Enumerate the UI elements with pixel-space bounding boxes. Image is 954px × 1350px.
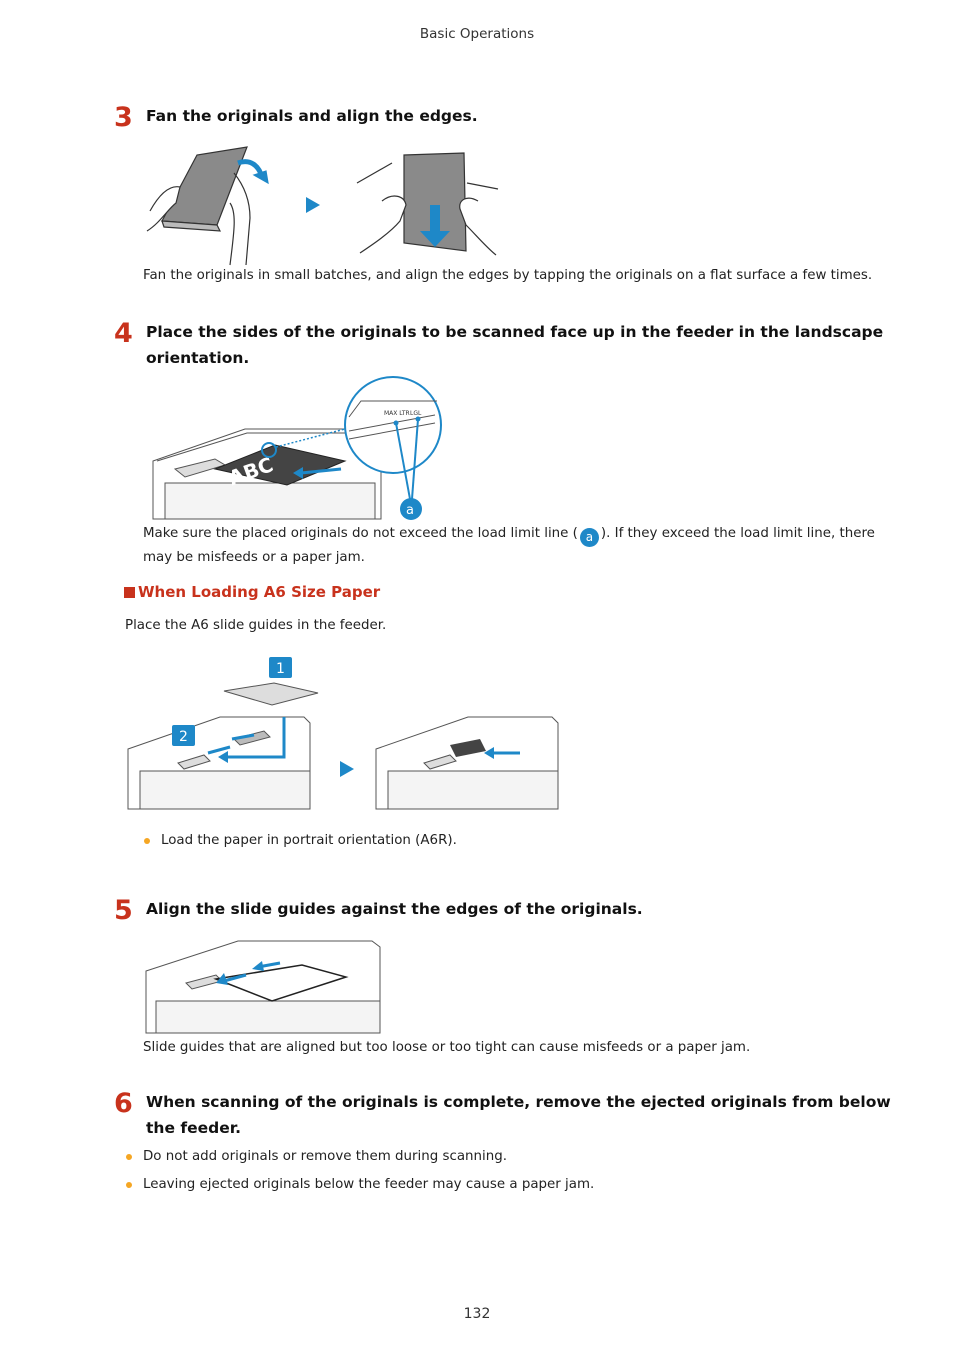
max-ltr-mark: MAX LTR <box>384 410 410 417</box>
a6-guides-illustration: 1 2 <box>127 657 559 810</box>
step-4-description-line2: may be misfeeds or a paper jam. <box>143 550 365 565</box>
load-limit-badge: a <box>579 528 599 547</box>
step-4-description: Make sure the placed originals do not ex… <box>143 523 903 568</box>
step-3-title: Fan the originals and align the edges. <box>146 107 478 125</box>
step-6-bullet-dot-2 <box>126 1182 132 1188</box>
slide-guides-illustration <box>145 940 381 1034</box>
step-6-bullet-2: Leaving ejected originals below the feed… <box>143 1177 595 1192</box>
step-4-number: 4 <box>114 318 133 349</box>
step-4-description-before: Make sure the placed originals do not ex… <box>143 526 578 541</box>
callout-2-label: 2 <box>179 729 188 745</box>
running-header: Basic Operations <box>419 26 535 42</box>
a6-heading-text: When Loading A6 Size Paper <box>138 583 381 601</box>
step-6-title-line2: the feeder. <box>146 1119 242 1137</box>
callout-1-label: 1 <box>276 661 285 677</box>
a6-bullet-text: Load the paper in portrait orientation (… <box>161 833 457 848</box>
step-6-title-line1: When scanning of the originals is comple… <box>146 1093 891 1111</box>
step-3-description: Fan the originals in small batches, and … <box>143 268 873 283</box>
step-6-number: 6 <box>114 1088 133 1119</box>
feeder-load-illustration: ABC MAX LTR LGL a <box>152 376 442 520</box>
lgl-mark: LGL <box>410 410 422 417</box>
step-4-title-line1: Place the sides of the originals to be s… <box>146 323 884 341</box>
step-6-bullet-dot-1 <box>126 1154 132 1160</box>
step-5-title: Align the slide guides against the edges… <box>146 900 643 918</box>
step-6-bullet-1: Do not add originals or remove them duri… <box>143 1149 507 1164</box>
a6-intro-text: Place the A6 slide guides in the feeder. <box>125 618 387 633</box>
step-3-number: 3 <box>114 102 133 133</box>
step-5-number: 5 <box>114 895 133 926</box>
step-6-title: When scanning of the originals is comple… <box>146 1089 906 1141</box>
step-4-title-line2: orientation. <box>146 349 250 367</box>
page-number: 132 <box>463 1306 491 1322</box>
callout-a-label: a <box>406 503 414 518</box>
a6-section-heading: When Loading A6 Size Paper <box>124 583 380 601</box>
a6-bullet-dot <box>144 838 150 844</box>
step-5-description: Slide guides that are aligned but too lo… <box>143 1040 751 1055</box>
step-4-title: Place the sides of the originals to be s… <box>146 319 906 371</box>
step-4-description-after: ). If they exceed the load limit line, t… <box>600 526 875 541</box>
heading-marker-icon <box>124 587 135 598</box>
fan-originals-illustration <box>146 146 499 266</box>
